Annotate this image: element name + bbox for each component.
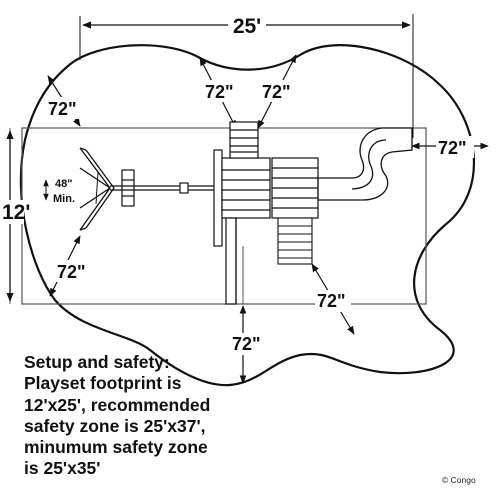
clearance-top-left-label: 72" <box>48 99 77 119</box>
roof-section <box>271 157 319 219</box>
overall-depth-label: 12' <box>2 201 30 224</box>
clearance-ladder-label: 72" <box>317 291 346 311</box>
swing-beam <box>110 182 215 194</box>
width-label-bg <box>228 14 266 36</box>
notes-line-4: safety zone is 25'x37', <box>24 415 206 436</box>
clearance-slide-label: 72" <box>438 138 467 158</box>
side-ladder <box>277 217 313 265</box>
top-ladder <box>229 121 259 159</box>
notes-line-5: minumum safety zone <box>24 437 208 458</box>
clearance-bottom-label: 72" <box>232 334 261 354</box>
notes-line-2: Playset footprint is <box>24 373 182 394</box>
tower-deck <box>213 149 271 305</box>
safety-zone-outline <box>19 44 475 387</box>
swing-seat <box>121 169 135 207</box>
notes-line-1: Setup and safety: <box>24 352 170 372</box>
slide <box>317 127 413 201</box>
notes-line-6: is 25'x35' <box>24 458 101 479</box>
safety-notes: Setup and safety: Playset footprint is 1… <box>24 352 324 480</box>
clearance-top-mid-label: 72" <box>205 82 234 102</box>
overall-width-label: 25' <box>233 15 261 38</box>
copyright-label: © Congo <box>442 475 476 485</box>
swing-a-frame <box>79 147 115 231</box>
depth-label-bg <box>0 200 24 224</box>
clearance-top-right-label: 72" <box>262 82 291 102</box>
notes-line-3: 12'x25', recommended <box>24 394 211 415</box>
clearance-swing-label: 72" <box>57 262 86 282</box>
swing-min-value: 48" <box>55 178 72 190</box>
swing-min-label: Min. <box>53 193 75 205</box>
